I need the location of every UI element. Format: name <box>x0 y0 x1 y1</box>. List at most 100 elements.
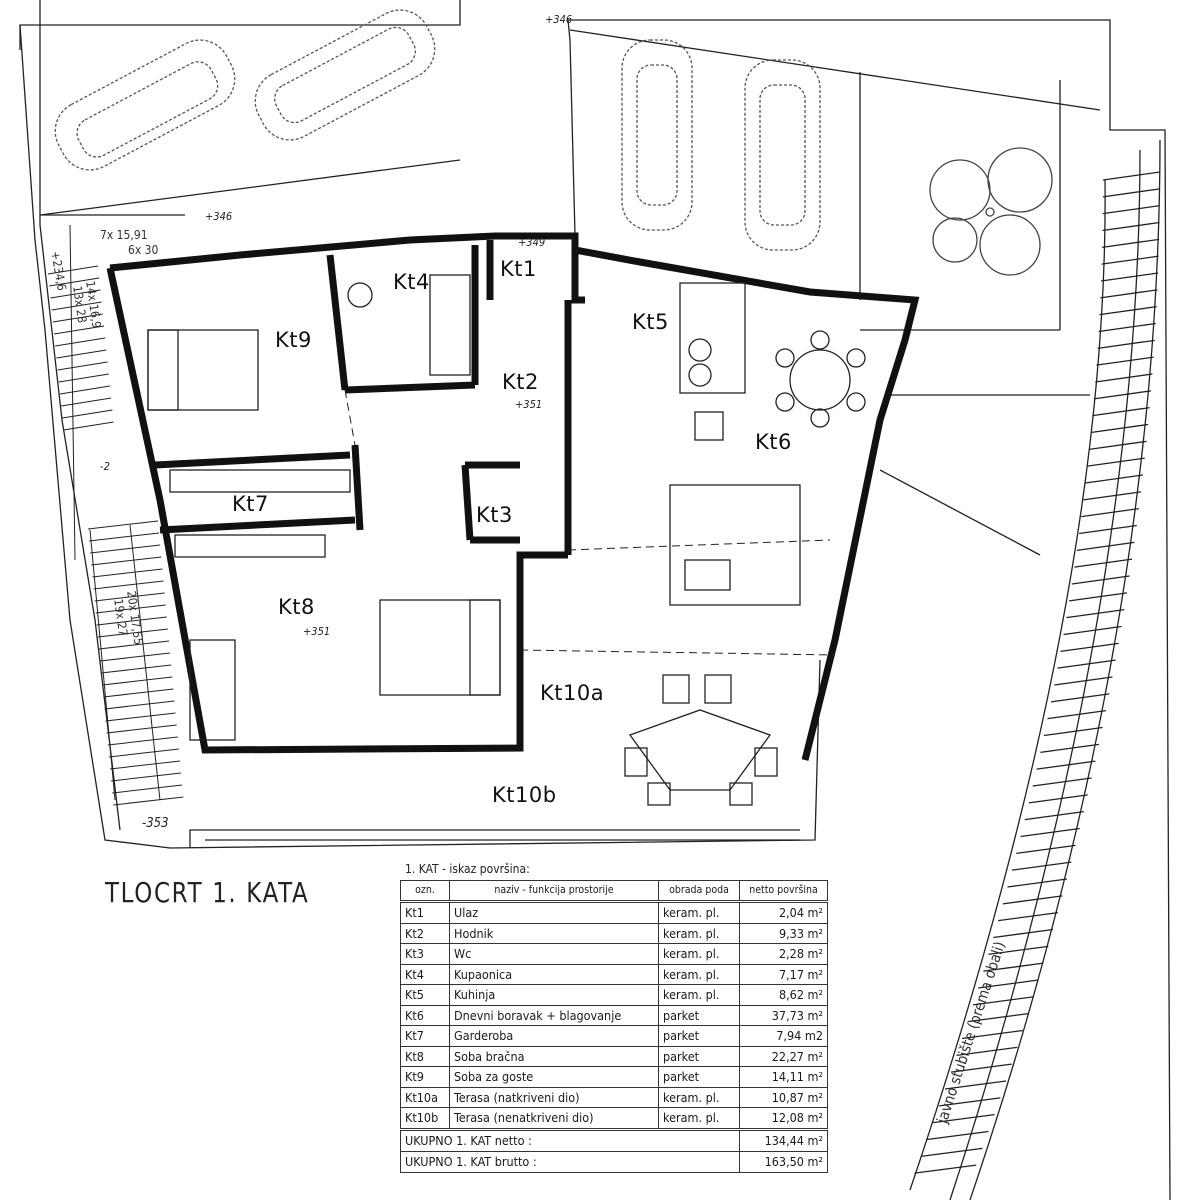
row-name: Kuhinja <box>449 984 659 1006</box>
stair-step <box>1081 508 1139 518</box>
row-code: Kt8 <box>400 1045 450 1067</box>
furniture <box>147 274 866 806</box>
stair-step <box>113 796 184 806</box>
col-header-floor: obrada poda <box>658 880 740 903</box>
elevation-top: +346 <box>545 13 573 26</box>
stair-step <box>53 325 105 335</box>
room-label-kt5: Kt5 <box>632 310 669 334</box>
stair-step <box>100 652 171 662</box>
stair-step <box>106 724 177 734</box>
stair-step <box>90 544 161 554</box>
stair-note: 7x 15,91 <box>100 228 148 242</box>
stair-step <box>1098 322 1156 333</box>
car-icons <box>54 9 821 251</box>
row-name: Kupaonica <box>449 963 659 985</box>
table-caption: 1. KAT - iskaz površina: <box>405 862 530 876</box>
row-floor: keram. pl. <box>658 1086 740 1108</box>
row-floor: parket <box>658 1004 740 1026</box>
stair-step <box>61 397 112 407</box>
stair-step <box>1069 592 1128 602</box>
stair-step <box>56 349 107 359</box>
stair-step <box>1102 221 1160 232</box>
stair-step <box>93 580 164 590</box>
row-name: Hodnik <box>449 922 659 944</box>
row-area: 12,08 m² <box>739 1107 828 1130</box>
stair-step <box>1100 289 1158 299</box>
room-label-kt6: Kt6 <box>755 430 792 454</box>
room-label-kt9: Kt9 <box>275 328 312 352</box>
elevation-landing: -2 <box>100 460 110 473</box>
row-code: Kt3 <box>400 943 450 965</box>
stair-step <box>1011 861 1072 871</box>
total-label: UKUPNO 1. KAT brutto : <box>400 1150 740 1173</box>
stair-step <box>104 700 175 710</box>
row-name: Soba bračna <box>449 1045 659 1067</box>
total-value: 163,50 m² <box>739 1150 828 1173</box>
stair-step <box>1024 811 1084 821</box>
stair-step <box>101 664 172 674</box>
stair-step <box>1097 339 1155 349</box>
stair-step <box>1089 440 1147 450</box>
stair-step <box>967 1013 1029 1023</box>
stair-step <box>1063 625 1122 636</box>
elevation-entrance: +349 <box>518 236 546 249</box>
total-row: UKUPNO 1. KAT netto :134,44 m² <box>400 1127 828 1152</box>
room-label-kt10a: Kt10a <box>540 681 605 705</box>
row-code: Kt4 <box>400 963 450 985</box>
stair-step <box>109 760 181 770</box>
stair-step <box>1100 272 1159 282</box>
row-floor: keram. pl. <box>658 963 740 985</box>
room-label-kt8: Kt8 <box>278 595 315 619</box>
stair-step <box>49 277 100 287</box>
site-boundary <box>19 0 1171 1200</box>
stair-step <box>1047 710 1107 720</box>
col-header-code: ozn. <box>400 880 450 903</box>
stair-step <box>57 361 108 371</box>
row-area: 7,94 m2 <box>739 1025 828 1047</box>
row-code: Kt2 <box>400 922 450 944</box>
stair-step <box>97 628 168 638</box>
row-name: Garderoba <box>449 1025 659 1047</box>
stair-step <box>950 1063 1012 1073</box>
row-name: Ulaz <box>449 901 659 924</box>
stair-step <box>1085 474 1143 484</box>
row-floor: keram. pl. <box>658 901 740 924</box>
terrace-lines <box>344 389 836 656</box>
total-value: 134,44 m² <box>739 1127 828 1152</box>
row-area: 9,33 m² <box>739 922 828 944</box>
col-header-area: netto površina <box>739 880 828 903</box>
stair-step <box>1102 238 1160 248</box>
stair-step <box>1036 760 1096 770</box>
stair-step <box>1071 575 1130 585</box>
row-floor: keram. pl. <box>658 922 740 944</box>
room-label-kt1: Kt1 <box>500 257 537 281</box>
stair-step <box>58 373 109 383</box>
stair-step <box>1076 541 1135 551</box>
stair-step <box>102 676 173 686</box>
stair-step <box>1028 794 1088 804</box>
elevation-bottom: -353 <box>142 816 169 831</box>
row-floor: keram. pl. <box>658 943 740 965</box>
stair-step <box>1087 457 1145 467</box>
table-header-row: ozn. naziv - funkcija prostorije obrada … <box>400 880 828 903</box>
stair-step <box>47 265 99 275</box>
stair-step <box>1007 878 1067 888</box>
room-label-kt4: Kt4 <box>393 270 430 294</box>
stair-step <box>1050 693 1110 703</box>
row-code: Kt5 <box>400 984 450 1006</box>
row-name: Wc <box>449 943 659 965</box>
drawing-title: TLOCRT 1. KATA <box>105 876 310 909</box>
stair-note: 6x 30 <box>128 243 159 257</box>
row-floor: keram. pl. <box>658 984 740 1006</box>
row-name: Dnevni boravak + blagovanje <box>449 1004 659 1026</box>
stair-step <box>103 688 174 698</box>
stair-step <box>983 962 1044 972</box>
